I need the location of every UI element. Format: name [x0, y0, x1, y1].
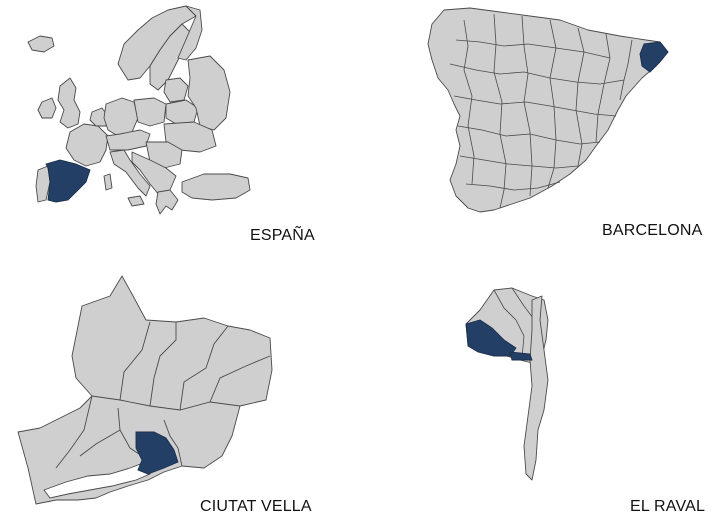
map-region-el-raval-pier	[509, 351, 533, 361]
europe-map	[27, 5, 251, 215]
map-region-iceland	[27, 35, 55, 53]
spain-provinces-map	[427, 7, 669, 213]
europe-map-panel: ESPAÑA	[0, 0, 360, 250]
map-region-greece	[155, 189, 179, 215]
district-borders	[55, 321, 271, 469]
map-label-barcelona: BARCELONA	[602, 222, 703, 239]
map-region-germany	[103, 97, 139, 137]
barcelona-districts-map	[17, 275, 273, 505]
ciutat-vella-map	[465, 287, 549, 481]
map-label-espana: ESPAÑA	[250, 227, 315, 244]
map-region-turkey	[181, 173, 251, 201]
map-region-barcelona-highlight	[639, 41, 669, 73]
map-region-port-strip	[523, 295, 549, 481]
map-region-barcelona-city	[17, 275, 273, 505]
map-region-central-europe	[105, 129, 151, 151]
map-region-finland	[177, 5, 203, 61]
map-region-benelux	[89, 107, 109, 127]
map-port-inlet	[43, 461, 151, 499]
map-region-uk	[57, 77, 81, 129]
ciutat-vella-map-panel: EL RAVAL	[420, 260, 719, 517]
map-region-ireland	[37, 97, 57, 119]
map-region-russia	[187, 55, 231, 131]
map-region-baltics	[163, 77, 189, 103]
map-region-ciutat-vella-highlight	[135, 431, 179, 475]
map-label-ciutat-vella: CIUTAT VELLA	[200, 498, 312, 515]
map-region-portugal	[35, 165, 51, 203]
map-region-poland	[133, 97, 167, 127]
map-region-france	[65, 123, 109, 167]
barcelona-map-panel: CIUTAT VELLA	[0, 260, 360, 517]
map-region-sicily	[127, 195, 145, 207]
province-borders	[449, 13, 633, 209]
map-region-sardinia	[103, 173, 113, 191]
map-region-spain-mainland	[427, 7, 669, 213]
map-region-norway	[117, 5, 197, 81]
map-region-italy	[109, 149, 151, 197]
map-region-spain-highlight	[45, 159, 91, 203]
spain-map-panel: BARCELONA	[420, 0, 719, 250]
map-label-el-raval: EL RAVAL	[630, 498, 706, 515]
